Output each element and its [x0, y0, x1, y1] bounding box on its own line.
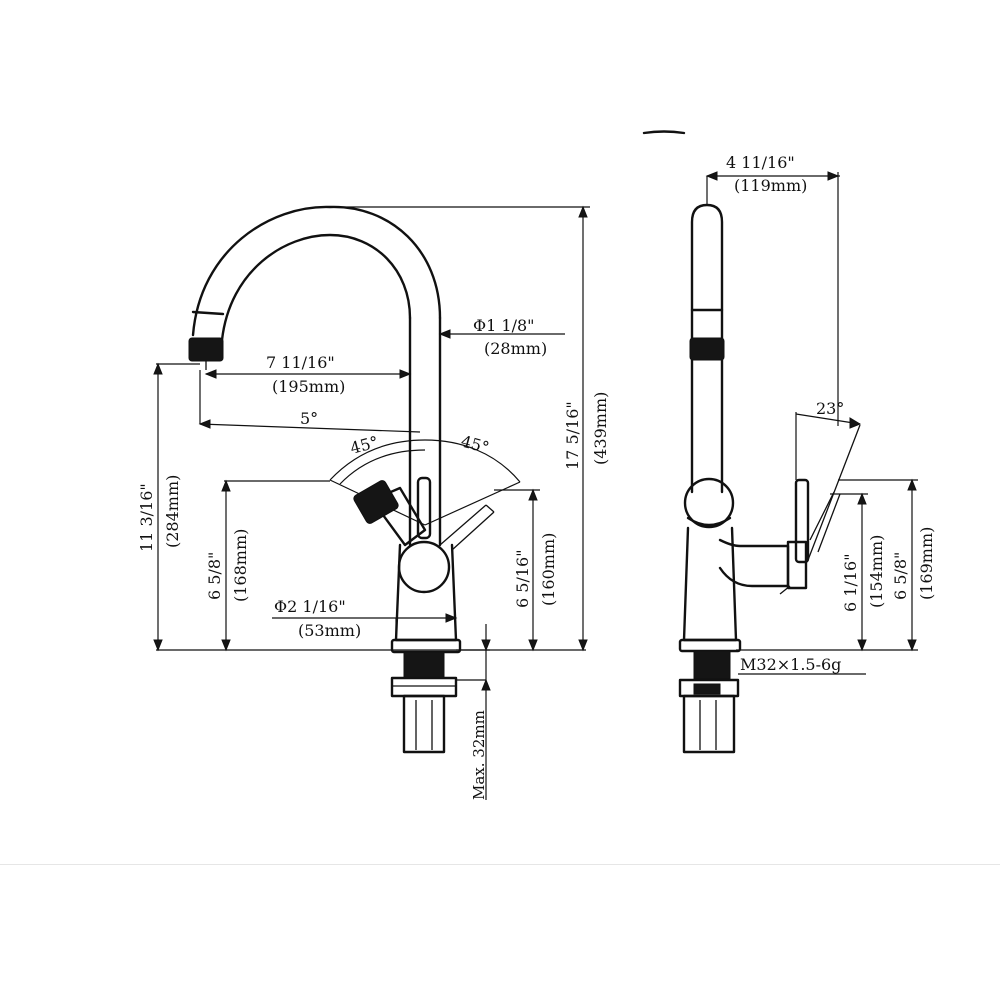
- side-shank: [693, 650, 731, 680]
- spout-height-label: 11 3/16": [137, 483, 156, 552]
- side-spray-band: [689, 337, 725, 361]
- spout-angle-label: 5°: [300, 409, 318, 428]
- handle-sweep-arc-inner: [339, 449, 426, 485]
- thread-label: M32×1.5-6g: [740, 655, 841, 674]
- side-depth-mm-label: (119mm): [734, 176, 807, 195]
- overall-height-mm-label: (439mm): [591, 392, 610, 465]
- spout-outer-edge: [191, 205, 442, 337]
- overall-height-label: 17 5/16": [563, 401, 582, 470]
- side-height-1-mm-label: (154mm): [867, 535, 886, 608]
- side-height-2-label: 6 5/8": [891, 552, 910, 600]
- side-hub: [683, 477, 735, 529]
- base-diameter-label: Φ2 1/16": [274, 597, 346, 616]
- spout-inner-edge: [220, 233, 412, 342]
- side-bolt: [682, 694, 736, 754]
- body-height-right-mm-label: (160mm): [539, 533, 558, 606]
- side-height-1-label: 6 1/16": [841, 553, 860, 612]
- side-lever: [794, 478, 810, 564]
- body-height-left-mm-label: (168mm): [231, 529, 250, 602]
- handle-ray-right: [424, 481, 521, 526]
- spout-reach-label: 7 11/16": [266, 353, 335, 372]
- mounting-bolt: [402, 694, 446, 754]
- side-height-2-mm-label: (169mm): [917, 527, 936, 600]
- front-view: [156, 205, 586, 754]
- handle-right-position: [439, 504, 495, 551]
- mounting-shank: [403, 651, 445, 679]
- handle-angle-right-label: 45°: [459, 432, 491, 458]
- spray-head-band: [191, 310, 225, 316]
- spray-head-tip: [188, 337, 224, 362]
- top-stray-mark: [642, 130, 686, 135]
- max-deck-label: Max. 32mm: [470, 710, 488, 800]
- front-dimensions: 17 5/16" (439mm) Φ1 1/8" (28mm) 7 11/16"…: [137, 205, 610, 800]
- handle-sweep-arc: [329, 439, 521, 483]
- tube-diameter-mm-label: (28mm): [484, 339, 547, 358]
- handle-left-position: [353, 480, 427, 547]
- side-angle-label: 23°: [816, 399, 844, 418]
- side-base-ring: [678, 638, 742, 653]
- handle-lever: [416, 476, 432, 540]
- spout-height-mm-label: (284mm): [163, 475, 182, 548]
- bottom-border-line: [0, 864, 1000, 865]
- base-diameter-mm-label: (53mm): [298, 621, 361, 640]
- side-handle-arm: [718, 538, 790, 588]
- body-height-right-label: 6 5/16": [513, 549, 532, 608]
- spout-reach-mm-label: (195mm): [272, 377, 345, 396]
- side-dimensions: 4 11/16" (119mm) 23° 6 1/16" (154mm) 6 5…: [705, 153, 936, 675]
- mounting-nut: [390, 676, 458, 698]
- handle-angle-left-label: 45°: [348, 432, 380, 458]
- side-depth-label: 4 11/16": [726, 153, 795, 172]
- body-height-left-label: 6 5/8": [205, 552, 224, 600]
- tube-diameter-label: Φ1 1/8": [473, 316, 535, 335]
- handle-hub: [397, 540, 451, 594]
